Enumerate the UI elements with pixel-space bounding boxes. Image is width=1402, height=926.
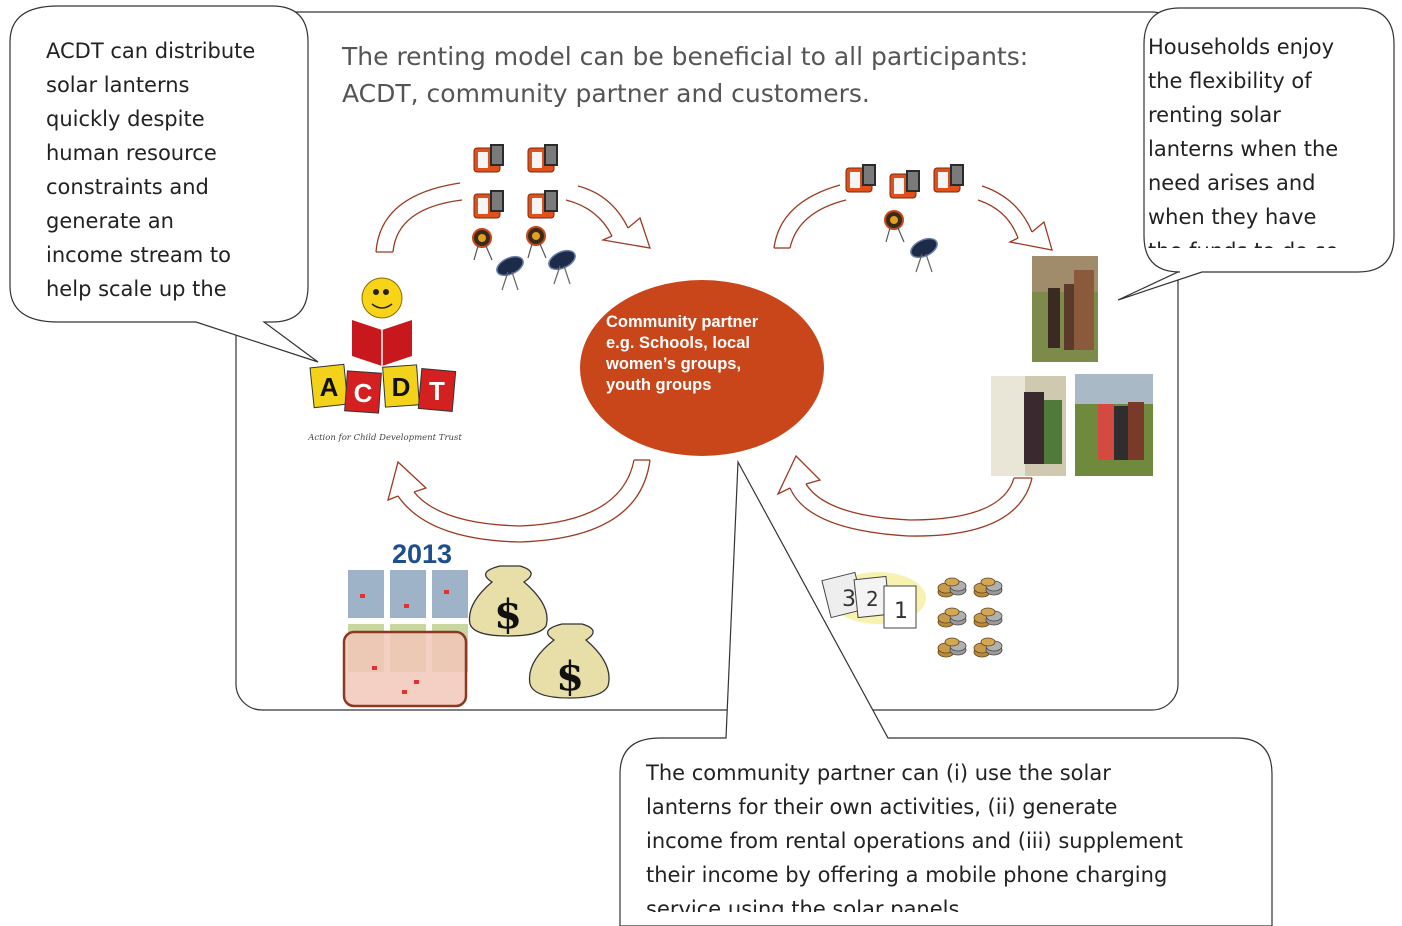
partner-line: e.g. Schools, local bbox=[606, 334, 750, 352]
callout-partner-line: The community partner can (i) use the so… bbox=[646, 761, 1111, 785]
title-line-2: ACDT, community partner and customers. bbox=[342, 79, 870, 108]
callout-households-line: need arises and bbox=[1148, 171, 1316, 195]
arrow-partner-to-acdt bbox=[387, 459, 651, 543]
callout-acdt-line: help scale up the bbox=[46, 277, 227, 301]
callout-acdt-line: ACDT can distribute bbox=[46, 39, 256, 63]
household-photo bbox=[1032, 256, 1098, 362]
acdt-mascot-icon bbox=[352, 277, 412, 366]
callout-acdt-line: human resource bbox=[46, 141, 217, 165]
svg-text:1: 1 bbox=[894, 599, 908, 624]
partner-line: youth groups bbox=[606, 376, 712, 394]
callout-acdt-bubble bbox=[9, 5, 319, 363]
acdt-letter: D bbox=[392, 372, 411, 402]
acdt-letter: C bbox=[354, 378, 373, 408]
partner-line: Community partner bbox=[606, 313, 759, 331]
money-bag-icon: $ bbox=[468, 565, 548, 638]
svg-text:3: 3 bbox=[842, 587, 856, 612]
callout-partner-bubble bbox=[619, 459, 1273, 926]
callout-households-line: renting solar bbox=[1148, 103, 1281, 127]
callout-households-line: Households enjoy bbox=[1148, 35, 1335, 59]
callout-acdt-text: ACDT can distribute solar lanterns quick… bbox=[46, 34, 296, 304]
callout-partner-line: service using the solar panels bbox=[646, 897, 960, 912]
callout-households-line: when they have bbox=[1148, 205, 1317, 229]
household-photo bbox=[1075, 374, 1153, 476]
arrow-households-to-partner bbox=[776, 454, 1033, 537]
coin-stack-icon bbox=[973, 577, 1003, 598]
community-partner-label: Community partner e.g. Schools, local wo… bbox=[606, 312, 816, 396]
acdt-letter-blocks bbox=[309, 363, 457, 414]
tear-off-calendar-icon: 3 2 1 bbox=[821, 571, 926, 629]
title-line-1: The renting model can be beneficial to a… bbox=[342, 42, 1029, 71]
callout-partner-text: The community partner can (i) use the so… bbox=[646, 756, 1246, 912]
arrow-acdt-to-partner bbox=[375, 182, 651, 253]
coin-stack-icon bbox=[973, 607, 1003, 628]
partner-line: women’s groups, bbox=[606, 355, 742, 373]
callout-partner-line: their income by offering a mobile phone … bbox=[646, 863, 1168, 887]
acdt-tagline: Action for Child Development Trust bbox=[308, 433, 462, 443]
money-bag-icon: $ bbox=[528, 623, 610, 700]
callout-households-line: the funds to do so bbox=[1148, 234, 1368, 248]
calendar-year: 2013 bbox=[392, 539, 453, 569]
dollar-sign: $ bbox=[494, 591, 522, 638]
callout-households-text: Households enjoy the flexibility of rent… bbox=[1148, 30, 1368, 248]
callout-partner-line: income from rental operations and (iii) … bbox=[646, 829, 1183, 853]
callout-acdt-line: income stream to bbox=[46, 243, 231, 267]
svg-text:2: 2 bbox=[866, 587, 879, 611]
arrow-partner-to-households bbox=[773, 184, 1053, 251]
coin-stack-icon bbox=[937, 577, 967, 598]
callout-partner-line: lanterns for their own activities, (ii) … bbox=[646, 795, 1118, 819]
coin-stack-icon bbox=[937, 607, 967, 628]
coin-stack-icon bbox=[937, 637, 967, 658]
coin-stack-icon bbox=[973, 637, 1003, 658]
dollar-sign: $ bbox=[556, 653, 584, 700]
callout-acdt-line: solar lanterns bbox=[46, 73, 190, 97]
acdt-letter: A bbox=[320, 372, 339, 402]
callout-households-line: the flexibility of bbox=[1148, 69, 1312, 93]
household-photo bbox=[991, 376, 1066, 476]
callout-households-bubble bbox=[1117, 7, 1395, 301]
callout-households-line: lanterns when the bbox=[1148, 137, 1339, 161]
acdt-letter: T bbox=[429, 376, 445, 406]
slide-title: The renting model can be beneficial to a… bbox=[342, 38, 1102, 112]
callout-acdt-line: quickly despite bbox=[46, 107, 205, 131]
coin-stacks bbox=[937, 577, 1003, 658]
callout-acdt-line: constraints and bbox=[46, 175, 209, 199]
callout-acdt-line: generate an bbox=[46, 209, 174, 233]
